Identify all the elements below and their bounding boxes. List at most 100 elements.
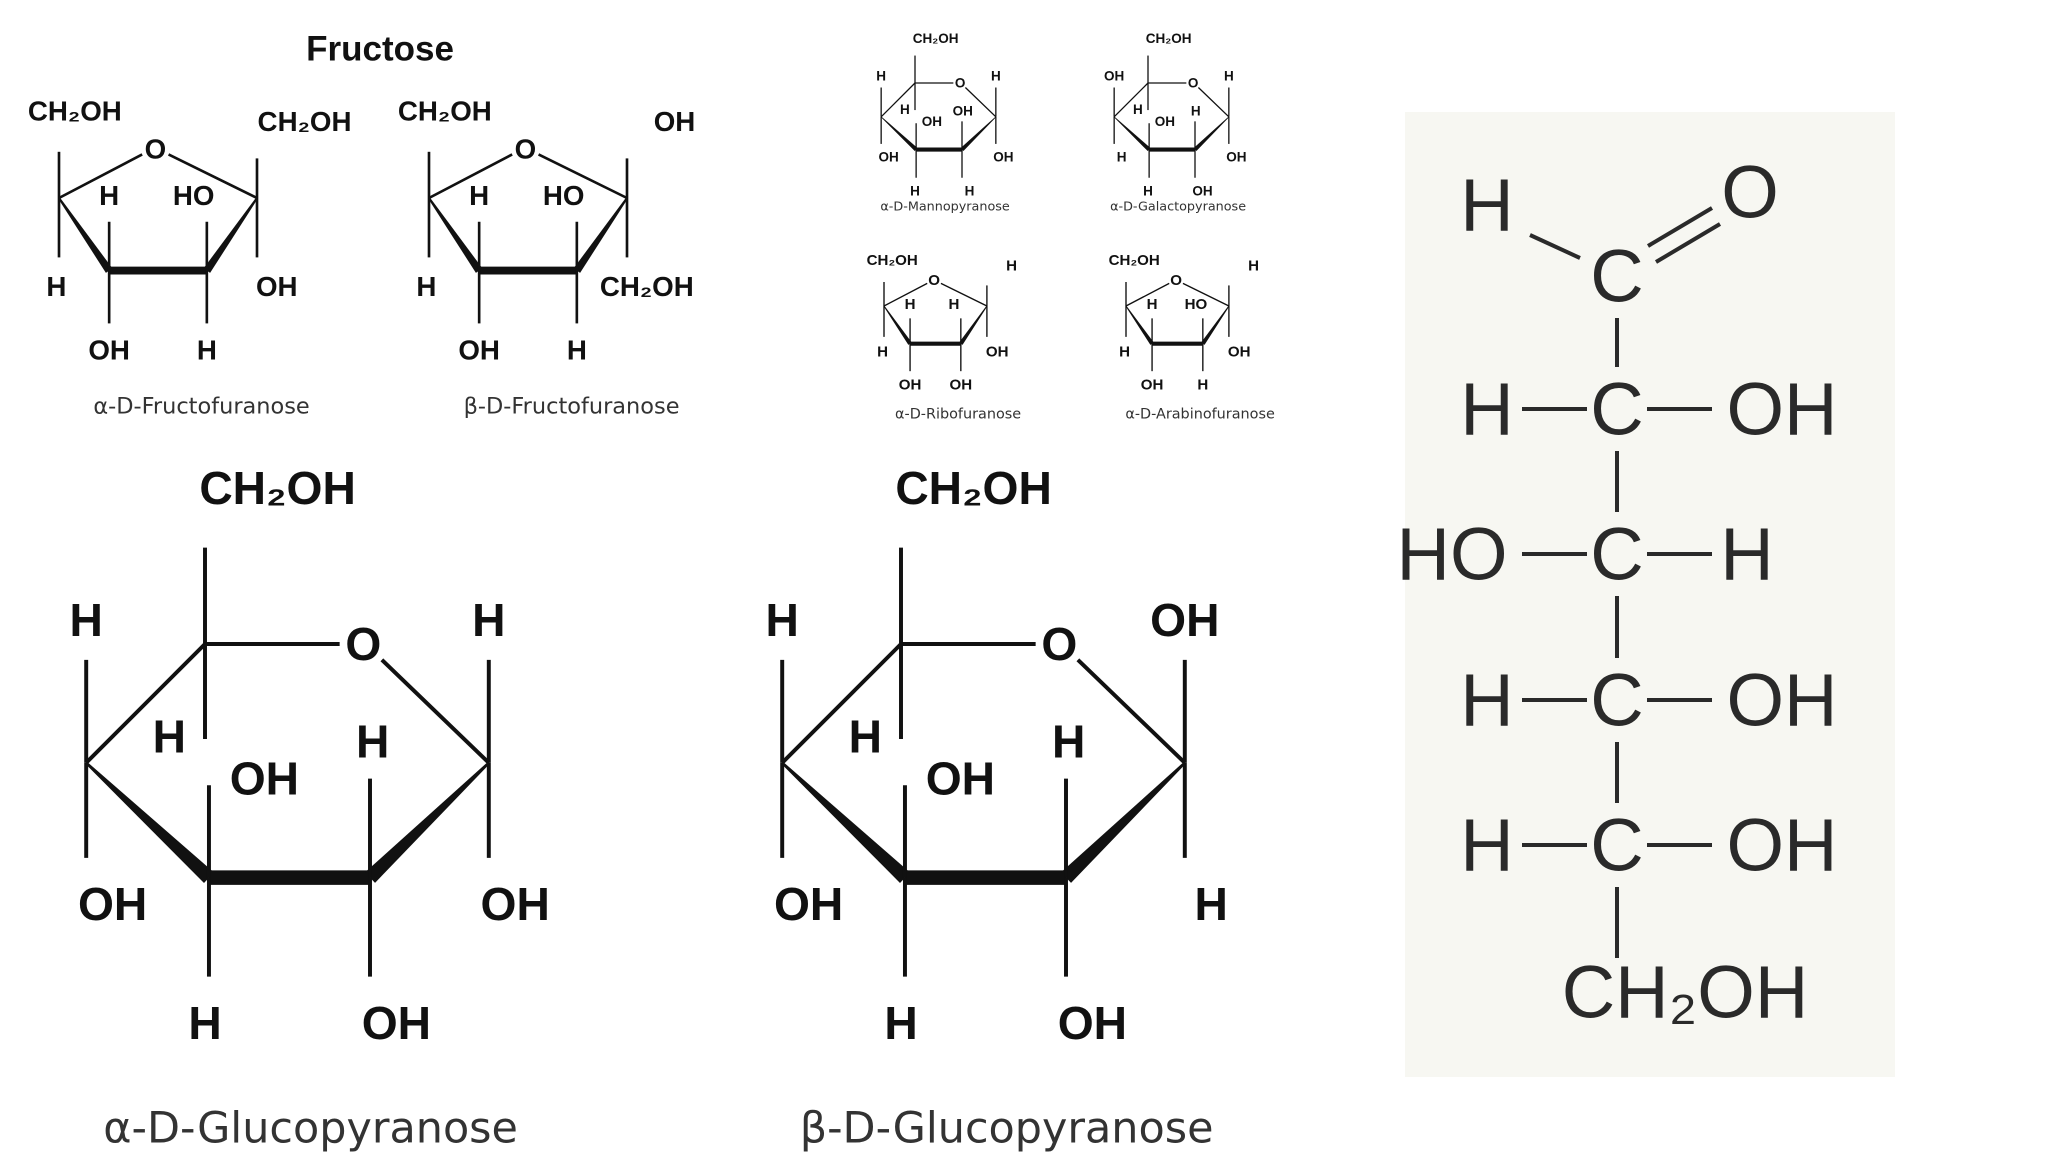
substituent-label: H [99, 180, 119, 211]
substituent-label: HO [1185, 296, 1208, 313]
substituent-label: OH [926, 753, 995, 805]
substituent-label: OH [1226, 150, 1246, 165]
ring-bond [58, 153, 143, 200]
substituent-label: CH₂OH [28, 95, 122, 126]
substituent-label: CH₂OH [1146, 31, 1192, 46]
ring-oxygen-label: O [1170, 272, 1182, 289]
substituent-label: H [965, 183, 975, 198]
ring-bond [380, 658, 491, 765]
ring-bond [1125, 282, 1170, 307]
ring-bond [964, 87, 997, 118]
substituent-label: H [1147, 296, 1158, 313]
substituent-label: H [472, 594, 505, 646]
ring-bond [940, 282, 988, 307]
ring-oxygen-label: O [955, 76, 966, 91]
ring-oxygen-label: O [145, 134, 167, 165]
fischer-panel-background [1405, 112, 1895, 1077]
substituent-label: H [884, 997, 917, 1049]
substituent-label: H [905, 296, 916, 313]
substituent-label: OH [88, 334, 130, 365]
fischer-carbon: C [1590, 804, 1643, 887]
bold-ring-bond [85, 761, 214, 883]
ring-bond [880, 82, 916, 118]
substituent-label: OH [879, 150, 899, 165]
substituent-label: H [1197, 376, 1208, 393]
ring-bond [84, 642, 207, 765]
ring-bond [780, 642, 903, 765]
bold-ring-bond [58, 197, 113, 273]
substituent-label: OH [950, 376, 973, 393]
bold-ring-bond [916, 147, 962, 152]
substituent-label: H [46, 271, 66, 302]
substituent-label: H [1248, 258, 1259, 275]
ring-bond [537, 153, 628, 200]
substituent-label: OH [458, 334, 500, 365]
substituent-label: HO [543, 180, 585, 211]
substituent-label: H [766, 594, 799, 646]
ring-bond [883, 282, 928, 307]
substituent-label: CH₂OH [398, 95, 492, 126]
substituent-label: OH [1192, 183, 1212, 198]
fischer-carbon: C [1590, 513, 1643, 596]
bold-ring-bond [781, 761, 910, 883]
bold-ring-bond [428, 197, 483, 273]
substituent-label: CH₂OH [258, 106, 352, 137]
substituent-label: H [70, 594, 103, 646]
ring-bond [1076, 658, 1187, 765]
substituent-label: H [1052, 716, 1085, 768]
ring-bond [428, 153, 513, 200]
bold-ring-bond [883, 305, 912, 345]
substituent-label: H [1117, 150, 1127, 165]
bold-ring-bond [364, 761, 490, 883]
substituent-label: OH [1150, 594, 1219, 646]
substituent-label: OH [899, 376, 922, 393]
substituent-label: OH [78, 878, 147, 930]
substituent-label: OH [1058, 997, 1127, 1049]
substituent-label: OH [256, 271, 298, 302]
substituent-label: OH [953, 103, 973, 118]
ring-oxygen-label: O [928, 272, 940, 289]
substituent-label: OH [1104, 69, 1124, 84]
substituent-label: H [877, 343, 888, 360]
substituent-label: H [1119, 343, 1130, 360]
substituent-label: OH [993, 150, 1013, 165]
substituent-label: OH [986, 343, 1009, 360]
bold-ring-bond [1152, 341, 1203, 346]
substituent-label: H [469, 180, 489, 211]
substituent-label: OH [1228, 343, 1251, 360]
ring-bond [1182, 282, 1230, 307]
structure-name: α-D-Glucopyranose [103, 1103, 518, 1152]
bold-ring-bond [1125, 305, 1154, 345]
substituent-label: H [153, 710, 186, 762]
fischer-bond [1646, 206, 1714, 248]
bold-ring-bond [959, 305, 988, 345]
fischer-bond [1654, 222, 1722, 264]
substituent-label: H [1006, 258, 1017, 275]
substituent-label: H [1191, 103, 1201, 118]
structure-name: β-D-Fructofuranose [464, 394, 680, 420]
aldehyde-hydrogen: H [1460, 164, 1513, 247]
substituent-label: CH₂OH [199, 462, 356, 514]
ring-bond [1113, 82, 1149, 118]
bold-ring-bond [960, 116, 997, 152]
bold-ring-bond [1193, 116, 1230, 152]
bold-ring-bond [1113, 116, 1151, 152]
substituent-label: H [1224, 69, 1234, 84]
ring-bond [1197, 87, 1230, 118]
bold-ring-bond [573, 197, 628, 273]
substituent-label: OH [1155, 114, 1175, 129]
structure-name: β-D-Glucopyranose [800, 1103, 1214, 1152]
ring-oxygen-label: O [1041, 618, 1077, 670]
fischer-left-substituent: HO [1397, 513, 1508, 596]
fischer-left-substituent: H [1460, 804, 1513, 887]
fischer-left-substituent: H [1460, 368, 1513, 451]
fischer-carbon: C [1590, 235, 1643, 318]
substituent-label: OH [230, 753, 299, 805]
substituent-label: CH₂OH [600, 271, 694, 302]
